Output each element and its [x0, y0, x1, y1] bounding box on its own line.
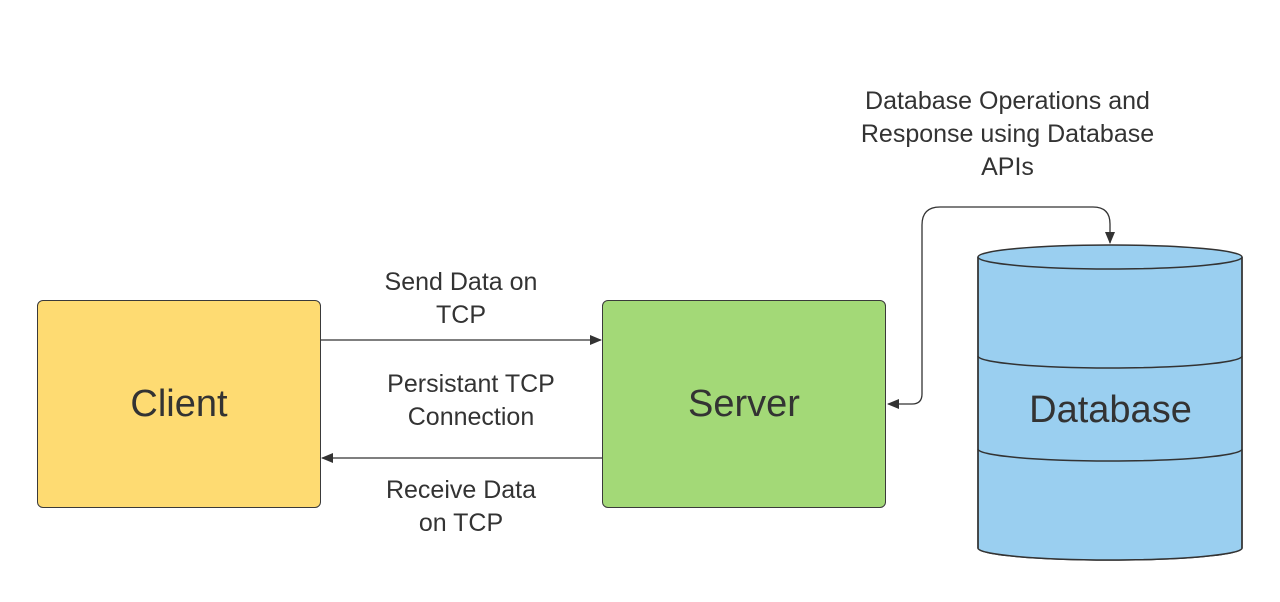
db-ops-connector [887, 225, 923, 409]
client-label: Client [130, 382, 228, 425]
client-node: Client [37, 300, 321, 508]
send-data-label: Send Data on TCP [384, 268, 538, 329]
database-bottom-curve [977, 547, 1243, 561]
db-ops-connector-top [921, 206, 1115, 244]
database-label: Database [1029, 389, 1192, 431]
persistent-connection-label: Persistant TCP Connection [387, 370, 555, 431]
receive-data-label: Receive Data on TCP [385, 476, 537, 537]
server-node: Server [602, 300, 886, 508]
server-label: Server [688, 382, 800, 425]
database-top [977, 244, 1243, 270]
database-divider-1 [977, 355, 1243, 369]
database-operations-label: Database Operations and Response using D… [860, 87, 1155, 181]
database-body-fill [979, 257, 1241, 548]
database-cylinder [977, 244, 1243, 561]
database-divider-2 [977, 448, 1243, 462]
